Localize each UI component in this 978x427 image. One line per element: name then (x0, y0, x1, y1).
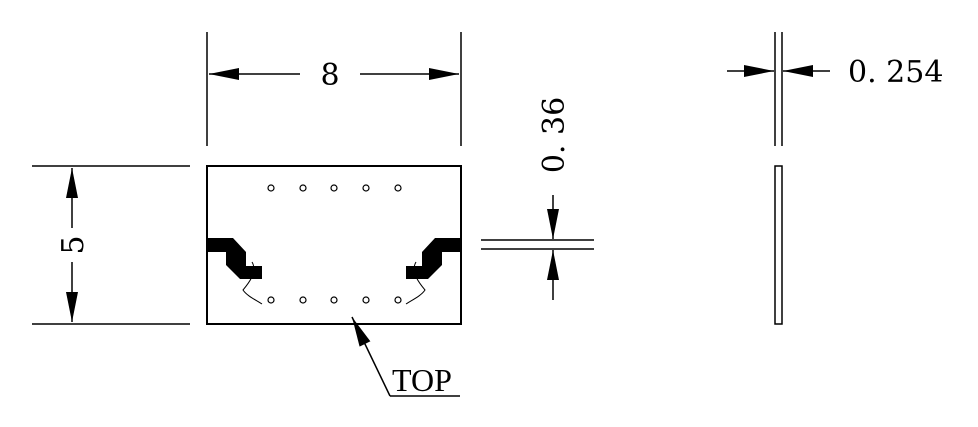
via-hole (330, 296, 338, 304)
width-dimension-label: 8 (320, 58, 339, 93)
component-outline (206, 165, 462, 325)
via-hole (362, 296, 370, 304)
gap-dimension-label: 0. 36 (537, 97, 572, 173)
height-dimension-label: 5 (56, 235, 91, 254)
right-lead-trace (406, 238, 461, 279)
via-hole (267, 296, 275, 304)
via-hole (299, 296, 307, 304)
width-dimension: 8 (206, 32, 462, 146)
via-hole (330, 184, 338, 192)
via-hole (267, 184, 275, 192)
top-label: TOP (392, 362, 452, 398)
left-lead-trace (207, 238, 262, 279)
left-bond-wire (242, 261, 263, 305)
bottom-hole-row (267, 296, 402, 304)
side-view-outline (774, 165, 783, 325)
component-side-view: 0. 254 (727, 32, 943, 325)
top-callout: TOP (351, 316, 460, 398)
via-hole (299, 184, 307, 192)
thickness-dimension-label: 0. 254 (848, 55, 943, 90)
via-hole (394, 184, 402, 192)
via-hole (362, 184, 370, 192)
right-bond-wire (405, 261, 426, 305)
component-top-view (206, 165, 462, 325)
height-dimension: 5 (32, 165, 190, 325)
via-hole (394, 296, 402, 304)
top-callout-leader (351, 316, 391, 397)
top-hole-row (267, 184, 402, 192)
gap-dimension: 0. 36 (481, 97, 594, 300)
